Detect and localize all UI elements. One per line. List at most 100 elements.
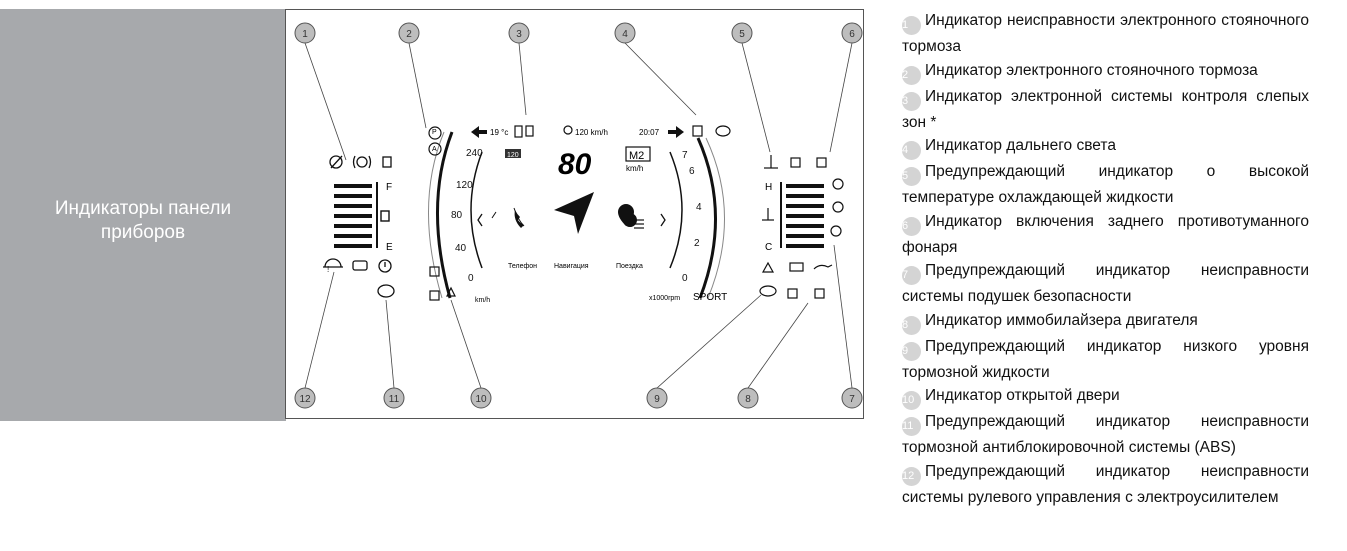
legend-text-7: Предупреждающий индикатор неисправности … — [902, 262, 1309, 305]
legend-text-1: Индикатор неисправности электронного сто… — [902, 12, 1309, 55]
speed-limit-box — [505, 149, 521, 158]
epb-fault-icon — [329, 155, 343, 169]
legend-num-6: 6 — [902, 216, 921, 236]
epb-icon-letter: P — [432, 129, 437, 136]
callout-11: 11 — [389, 394, 400, 405]
rpm-tick-7: 7 — [682, 150, 688, 161]
menu-right-arrow-icon[interactable] — [660, 213, 666, 227]
gear-unit: km/h — [626, 164, 643, 173]
bsd-icon — [514, 125, 523, 138]
menu-navigation[interactable]: Навигация — [554, 263, 589, 270]
auto-hold-icon-letter: A — [432, 146, 437, 153]
callout-2: 2 — [406, 29, 412, 40]
rpm-unit: x1000rpm — [649, 295, 680, 302]
phone-icon — [514, 210, 524, 228]
dashboard-figure: F E ! 240 120 80 40 0 km/h 120 P A 19 °c — [285, 9, 864, 419]
menu-trip[interactable]: Поездка — [616, 263, 643, 270]
brake-circle-icon — [352, 155, 372, 169]
legend-text-2: Индикатор электронного стояночного тормо… — [925, 61, 1258, 79]
esc-off-icon — [429, 266, 440, 277]
temp-hot-label: H — [765, 182, 772, 193]
eps-fault-icon — [323, 258, 343, 268]
temp-cold-label: C — [765, 242, 772, 253]
callout-5: 5 — [739, 29, 745, 40]
coolant-temp-icon-2 — [762, 208, 774, 221]
speed-unit: km/h — [475, 297, 490, 304]
seatbelt-icon — [832, 201, 844, 213]
tachometer-gauge — [669, 137, 725, 299]
rpm-tick-2: 2 — [694, 238, 700, 249]
legend-num-12: 12 — [902, 466, 921, 486]
legend-text-11: Предупреждающий индикатор неисправности … — [902, 413, 1309, 456]
speed-limit-icon — [563, 125, 573, 135]
legend-num-10: 10 — [902, 391, 921, 410]
fuel-level-bars — [334, 184, 372, 248]
sidebar-title: Индикаторы панели приборов — [54, 198, 232, 243]
rpm-tick-6: 6 — [689, 166, 695, 177]
speed-limit-box-value: 120 — [507, 152, 519, 159]
legend-num-7: 7 — [902, 266, 921, 285]
fuel-full-label: F — [386, 182, 392, 193]
tire-pressure-icon — [378, 259, 392, 273]
legend-text-12: Предупреждающий индикатор неисправности … — [902, 462, 1309, 506]
speed-tick-0: 0 — [468, 273, 474, 284]
menu-left-arrow-icon[interactable] — [477, 213, 483, 227]
menu-phone[interactable]: Телефон — [508, 263, 537, 270]
dashboard-diagram: F E ! 240 120 80 40 0 km/h 120 P A 19 °c — [294, 22, 863, 409]
gear-box — [625, 146, 651, 162]
clock: 20:07 — [639, 128, 660, 137]
drive-mode: SPORT — [693, 292, 727, 303]
auto-hold-icon — [428, 142, 442, 156]
legend-text-5: Предупреждающий индикатор о высокой темп… — [902, 163, 1309, 206]
warning-triangle-icon — [761, 261, 775, 273]
immobilizer-icon — [814, 288, 825, 299]
callout-7: 7 — [849, 394, 855, 405]
callout-12: 12 — [299, 394, 311, 405]
eps-mark: ! — [327, 265, 329, 274]
abs-fault-icon — [377, 284, 395, 298]
legend-num-4: 4 — [902, 141, 921, 160]
turn-left-icon — [471, 126, 487, 138]
legend-text-6: Индикатор включения заднего противотуман… — [902, 212, 1309, 256]
trip-pin-icon — [618, 204, 634, 226]
legend-num-9: 9 — [902, 341, 921, 361]
headlight-icon — [715, 125, 731, 137]
bulb-fault-icon — [832, 178, 844, 190]
rear-fog-icon — [816, 157, 827, 168]
callout-8: 8 — [745, 394, 751, 405]
legend-num-11: 11 — [902, 417, 921, 436]
callout-1: 1 — [302, 29, 308, 40]
high-beam-icon — [692, 125, 703, 137]
legend-num-3: 3 — [902, 91, 921, 111]
callout-leader-lines — [304, 42, 853, 389]
oil-pressure-icon — [813, 264, 833, 270]
speed-tick-240: 240 — [466, 148, 483, 159]
callout-6: 6 — [849, 29, 855, 40]
brake-fluid-icon — [759, 285, 777, 297]
legend-text-8: Индикатор иммобилайзера двигателя — [925, 311, 1198, 329]
callout-10: 10 — [475, 394, 487, 405]
engine-check-icon — [352, 260, 368, 271]
fuel-icon — [382, 156, 392, 168]
coolant-temp-bars — [786, 184, 824, 248]
callout-4: 4 — [622, 29, 628, 40]
outside-temp: 19 °c — [490, 128, 508, 137]
callout-9: 9 — [654, 394, 660, 405]
front-fog-icon — [790, 157, 801, 168]
speed-limit-text: 120 km/h — [575, 128, 608, 137]
lock-icon — [787, 288, 798, 299]
fuel-pump-icon — [380, 210, 390, 222]
legend-num-5: 5 — [902, 167, 921, 186]
coolant-temp-icon — [764, 155, 778, 169]
legend-text-10: Индикатор открытой двери — [925, 387, 1120, 404]
